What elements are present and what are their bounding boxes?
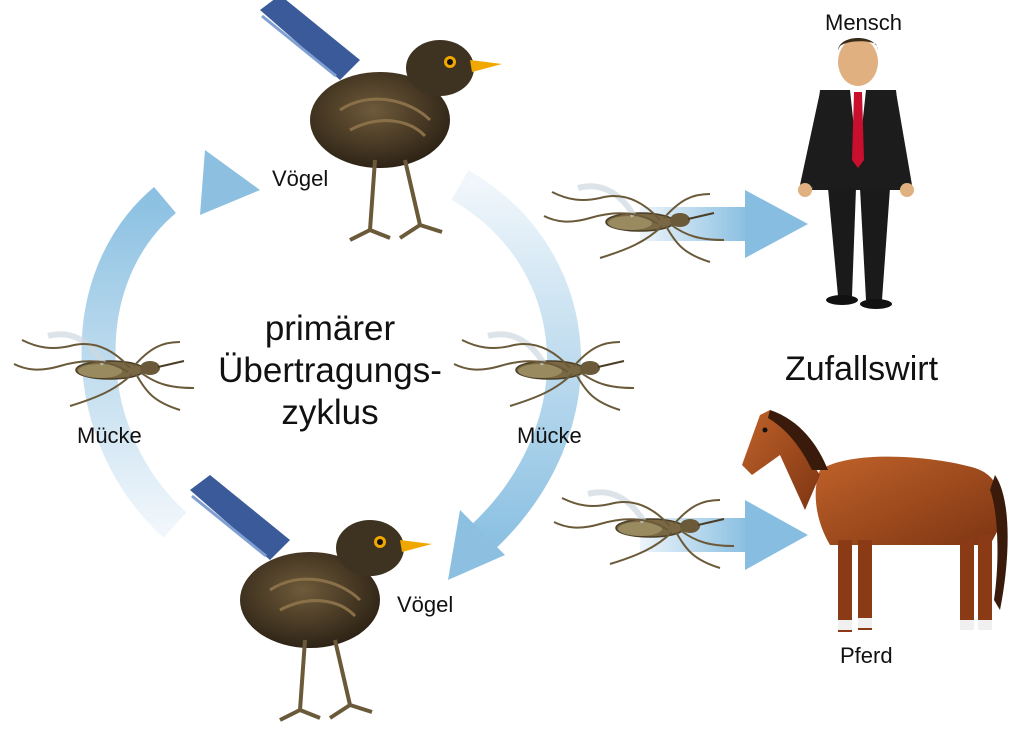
label-zufallswirt: Zufallswirt [785,350,938,389]
person-icon [798,38,914,309]
bird-icon [190,475,432,720]
cycle-title-line2: Übertragungs- [205,350,455,392]
cycle-title-line3: zyklus [205,392,455,434]
arrow-icon [200,150,260,215]
label-pferd: Pferd [840,643,893,669]
label-muecke-right: Mücke [517,423,582,449]
label-mensch: Mensch [825,10,902,36]
cycle-title: primärer Übertragungs- zyklus [205,308,455,434]
label-voegel-top: Vögel [272,166,328,192]
cycle-title-line1: primärer [205,308,455,350]
label-voegel-bottom: Vögel [397,592,453,618]
label-muecke-left: Mücke [77,423,142,449]
